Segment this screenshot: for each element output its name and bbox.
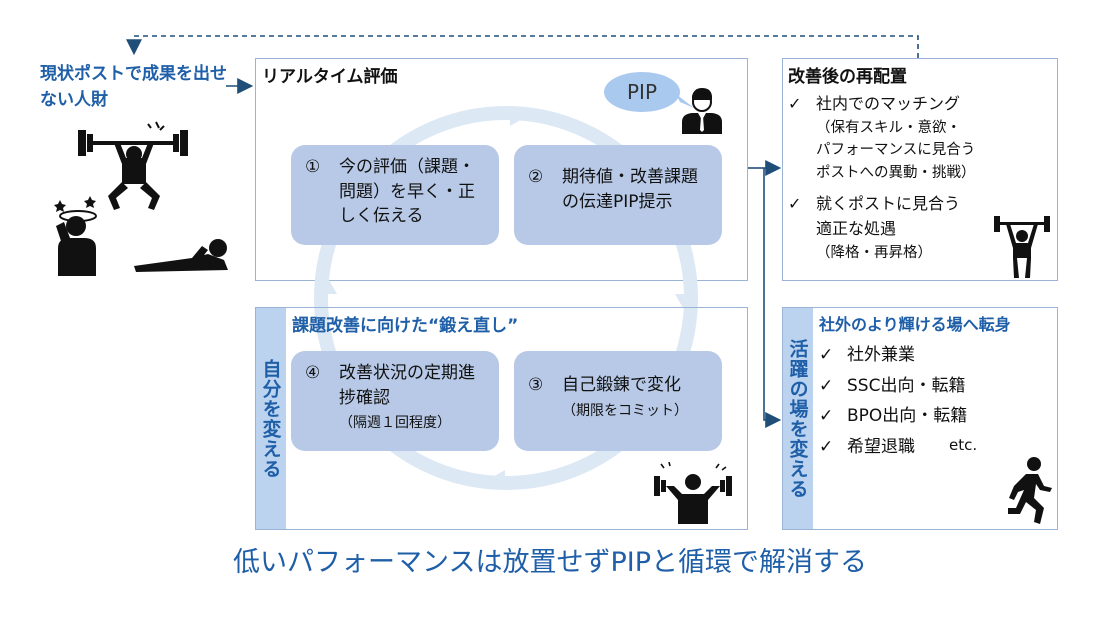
etc-text: etc. xyxy=(949,435,978,454)
retraining-title: 課題改善に向けた“鍛え直し” xyxy=(292,316,519,336)
pip-bubble-text: PIP xyxy=(626,80,658,104)
check-icon: ✓ xyxy=(788,194,802,214)
step-3-subtext: （期限をコミット） xyxy=(562,402,688,419)
left-label: 現状ポストで成果を出せない人財 xyxy=(40,64,227,110)
dizzy-person-icon xyxy=(54,196,97,276)
reassignment-title: 改善後の再配置 xyxy=(788,67,907,87)
change-yourself-label: 自分を変える xyxy=(259,358,282,479)
list-item-text: 希望退職 xyxy=(847,436,915,457)
change-arena-strip: 活躍の場を変える xyxy=(783,308,813,529)
list-item: ✓ SSC出向・転籍 xyxy=(819,371,1049,402)
branch-arrow-vertical xyxy=(763,168,782,428)
step-1-text: 今の評価（課題・問題）を早く・正しく伝える xyxy=(339,157,475,227)
feedback-dashed-arrow xyxy=(126,35,919,58)
list-item-text: 就くポストに見合う xyxy=(816,194,961,214)
list-item-subtext: （降格・再昇格） xyxy=(816,244,932,261)
step-1-number: ① xyxy=(305,157,321,177)
barbell-person-icon xyxy=(994,216,1050,278)
check-icon: ✓ xyxy=(819,375,834,396)
step-4-subtext: （隔週１回程度） xyxy=(339,415,451,432)
external-transition-title: 社外のより輝ける場へ転身 xyxy=(819,315,1011,334)
list-item: ✓ 希望退職 etc. xyxy=(819,432,1049,463)
external-transition-list: ✓ 社外兼業 ✓ SSC出向・転籍 ✓ BPO出向・転籍 ✓ 希望退職 etc. xyxy=(819,340,1049,462)
step-2-text: 期待値・改善課題の伝達PIP提示 xyxy=(562,167,698,212)
check-icon: ✓ xyxy=(819,345,834,365)
list-item-text: BPO出向・転籍 xyxy=(847,406,968,427)
reassignment-list: ✓ 社内でのマッチング （保有スキル・意欲・ パフォーマンスに見合う ポストへの… xyxy=(788,92,1050,264)
step-3-text: 自己鍛錬で変化 xyxy=(562,375,681,395)
dumbbell-person-icon xyxy=(654,462,732,524)
pip-bubble-tail xyxy=(676,94,694,108)
pip-speech-bubble: PIP xyxy=(604,72,680,112)
collapsed-person-icon xyxy=(134,239,228,272)
list-item-text: 社内でのマッチング xyxy=(816,94,961,113)
list-item: ✓ 社外兼業 xyxy=(819,340,1049,371)
step-3-number: ③ xyxy=(528,375,544,395)
step-4-text: 改善状況の定期進捗確認 xyxy=(339,363,475,408)
list-item-text: 社外兼業 xyxy=(847,345,915,365)
change-yourself-strip: 自分を変える xyxy=(256,308,286,529)
list-item-subtext: 適正な処遇 xyxy=(816,219,897,238)
list-item: ✓ 社内でのマッチング xyxy=(788,92,1050,117)
list-item: ✓ 就くポストに見合う xyxy=(788,192,1050,217)
struggling-lifter-icon xyxy=(78,121,188,210)
change-arena-label: 活躍の場を変える xyxy=(786,338,809,499)
retraining-panel xyxy=(255,307,748,530)
manager-icon xyxy=(682,88,722,134)
step-2-number: ② xyxy=(528,167,544,187)
realtime-evaluation-title: リアルタイム評価 xyxy=(262,67,398,87)
list-item-subtext: パフォーマンスに見合う xyxy=(816,142,976,159)
running-person-icon xyxy=(1008,457,1052,524)
check-icon: ✓ xyxy=(819,406,834,427)
step-3-box: ③ 自己鍛錬で変化 （期限をコミット） xyxy=(514,351,722,451)
list-item: ✓ BPO出向・転籍 xyxy=(819,401,1049,432)
list-item-subtext: （保有スキル・意欲・ xyxy=(816,119,961,136)
list-item-subtext: ポストへの異動・挑戦） xyxy=(816,164,976,181)
check-icon: ✓ xyxy=(819,436,834,457)
step-4-number: ④ xyxy=(305,363,321,383)
check-icon: ✓ xyxy=(788,94,802,113)
footer-message: 低いパフォーマンスは放置せずPIPと循環で解消する xyxy=(233,547,867,578)
step-4-box: ④ 改善状況の定期進捗確認 （隔週１回程度） xyxy=(291,351,499,451)
list-item-text: SSC出向・転籍 xyxy=(847,375,966,396)
step-2-box: ② 期待値・改善課題の伝達PIP提示 xyxy=(514,145,722,245)
step-1-box: ① 今の評価（課題・問題）を早く・正しく伝える xyxy=(291,145,499,245)
cycle-ring xyxy=(314,106,698,490)
